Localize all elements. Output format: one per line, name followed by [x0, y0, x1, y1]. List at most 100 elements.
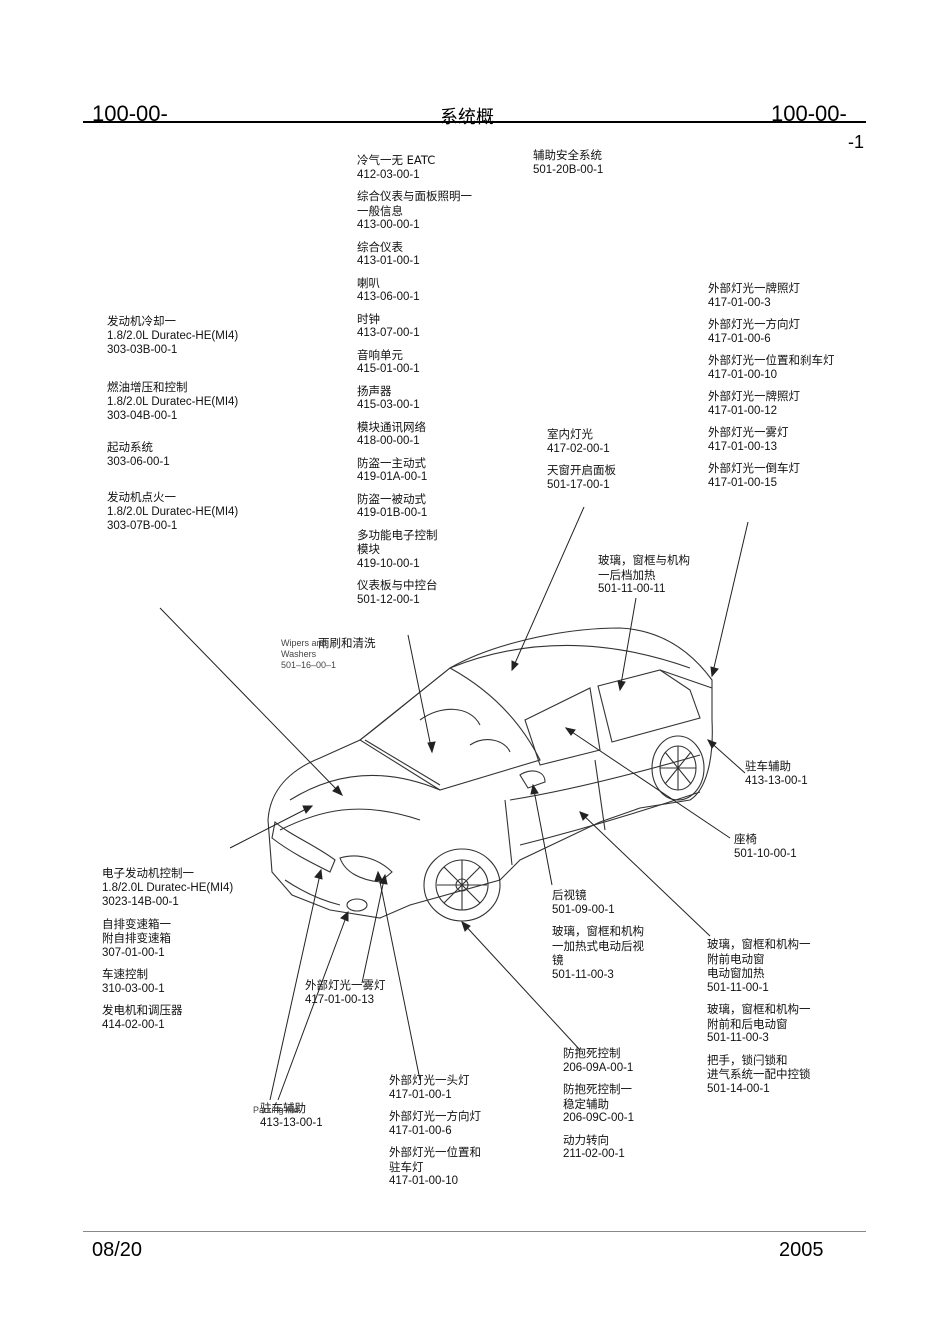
callout-title: 外部灯光一雾灯: [708, 425, 789, 439]
car-outline: [267, 627, 713, 922]
callout-title: 外部灯光一方向灯: [708, 317, 800, 331]
callout-code: 413-06-00-1: [357, 291, 420, 303]
callout-engine-cooling: 发动机冷却一 1.8/2.0L Duratec-HE(MI4) 303-03B-…: [107, 314, 238, 358]
callout-title: 综合仪表与面板照明一: [357, 189, 472, 203]
callout-wipers-en: Wipers and Washers 501–16–00–1: [281, 638, 336, 671]
callout-code: 419-10-00-1: [357, 557, 420, 570]
callout-title-2: 模块: [357, 542, 380, 556]
callout-title: 仪表板与中控台: [357, 578, 438, 592]
page-suffix: -1: [848, 132, 865, 152]
callout-title: 模块通讯网络: [357, 419, 426, 434]
callout-code: 501-11-00-11: [598, 583, 666, 595]
callout-sub: 1.8/2.0L Duratec-HE(MI4): [107, 329, 239, 342]
callout-title: 发动机冷却一: [107, 314, 176, 328]
callout-title: 外部灯光一牌照灯: [708, 281, 800, 295]
callout-title: 电子发动机控制一: [102, 866, 194, 880]
callout-title: 玻璃，窗框与机构: [598, 553, 690, 567]
callout-title: 扬声器: [357, 383, 392, 398]
callout-title: 防抱死控制: [563, 1046, 621, 1060]
callout-code: 417-01-00-6: [389, 1124, 452, 1137]
callout-title-3: 镜: [552, 953, 564, 967]
callout-title: 燃油增压和控制: [107, 380, 188, 394]
callout-code: 413-01-00-1: [357, 255, 420, 267]
callout-code: 417-01-00-10: [708, 368, 778, 381]
callout-code: 417-01-00-13: [305, 993, 375, 1006]
callout-title-en-2: Washers: [281, 649, 317, 659]
callout-title: 多功能电子控制: [357, 527, 438, 542]
callout-code: 417-02-00-1: [547, 442, 610, 455]
callout-title: 防盗一主动式: [357, 455, 426, 470]
callout-code: 417-01-00-15: [708, 476, 778, 489]
callout-title: 外部灯光一倒车灯: [708, 461, 800, 475]
callout-title-2: 附前和后电动窗: [707, 1016, 788, 1031]
callout-title: 室内灯光: [547, 427, 593, 441]
callout-starting-system: 起动系统 303-06-00-1: [107, 440, 170, 469]
callout-title: 发电机和调压器: [102, 1003, 183, 1017]
callout-code: 417-01-00-6: [708, 332, 771, 345]
callout-code: 417-01-00-10: [389, 1175, 459, 1187]
callout-code: 501-20B-00-1: [533, 163, 604, 176]
callout-title: 外部灯光一方向灯: [389, 1109, 481, 1123]
callout-code: 415-01-00-1: [357, 363, 420, 375]
callout-sub: 1.8/2.0L Duratec-HE(MI4): [107, 505, 239, 518]
callout-code: 417-01-00-3: [708, 296, 771, 309]
callout-title-2: 附前电动窗: [707, 951, 765, 966]
callout-code: 417-01-00-1: [389, 1088, 452, 1101]
callout-title: 辅助安全系统: [533, 148, 602, 162]
callout-code: 310-03-00-1: [102, 982, 165, 995]
callout-title-2: 稳定辅助: [563, 1096, 609, 1111]
callout-title: 外部灯光一位置和: [389, 1145, 481, 1159]
callout-code: 501-11-00-3: [707, 1032, 769, 1044]
callout-title-en: Parking Aid: [253, 1105, 299, 1115]
callout-sub: 附自排变速箱: [102, 931, 171, 945]
callout-title-2: 一加热式电动后视: [552, 938, 644, 953]
callout-code: 211-02-00-1: [563, 1148, 625, 1160]
callout-srs: 辅助安全系统 501-20B-00-1: [533, 148, 603, 177]
callout-code: 206-09A-00-1: [563, 1061, 634, 1074]
callout-title: 驻车辅助: [745, 759, 791, 773]
footer-rule: [83, 1231, 866, 1232]
header-rule: [83, 121, 866, 123]
callout-parking-aid-front-cn: 驻车辅助 413-13-00-1: [260, 1101, 323, 1130]
callout-code: 501-14-00-1: [707, 1082, 770, 1095]
callout-title-2: 驻车灯: [389, 1159, 424, 1174]
callout-sub: 1.8/2.0L Duratec-HE(MI4): [102, 881, 234, 894]
callout-title: 时钟: [357, 311, 380, 326]
callout-front-fog: 外部灯光一雾灯 417-01-00-13: [305, 978, 386, 1007]
callout-code: 413-13-00-1: [260, 1116, 323, 1129]
callout-title: 玻璃，窗框和机构一: [707, 1002, 811, 1016]
callout-code: 3023-14B-00-1: [102, 896, 179, 908]
callout-code: 417-01-00-12: [708, 404, 778, 417]
callout-code: 501-17-00-1: [547, 478, 610, 491]
callout-title: 玻璃，窗框和机构一: [707, 937, 811, 951]
callout-code: 501-09-00-1: [552, 903, 615, 916]
callout-title-2: 一后档加热: [598, 567, 656, 582]
callout-title: 综合仪表: [357, 239, 403, 254]
callout-title: 玻璃，窗框和机构: [552, 924, 644, 938]
